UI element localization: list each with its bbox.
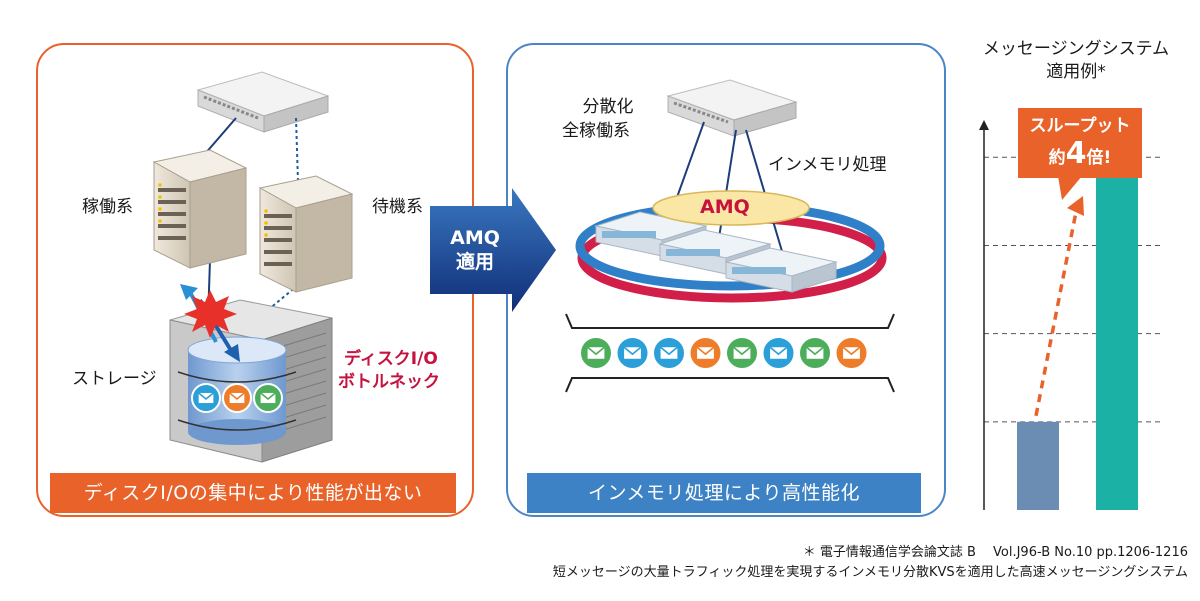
callout-line1: スループット: [1029, 116, 1131, 136]
callout-prefix: 約: [1048, 148, 1066, 168]
queue-bracket-top: [565, 313, 895, 329]
bottleneck-label-line1: ディスクI/O: [344, 349, 438, 369]
chart-title-line1: メッセージングシステム: [982, 39, 1170, 59]
throughput-callout: スループット 約4倍!: [1018, 108, 1142, 178]
footnote-line2: 短メッセージの大量トラフィック処理を実現するインメモリ分散KVSを適用した高速メ…: [552, 565, 1188, 580]
message-envelope-icon: [652, 336, 686, 370]
standby-server: [258, 175, 354, 293]
message-envelope-icon: [761, 336, 796, 370]
storage-messages: [191, 383, 283, 413]
chart-bar-1: [1017, 421, 1059, 510]
distributed-label-line1: 分散化: [582, 97, 634, 117]
amq-arrow: [430, 188, 556, 312]
message-envelope-icon: [253, 383, 283, 413]
standby-label: 待機系: [372, 197, 423, 217]
storage-label: ストレージ: [72, 369, 157, 389]
growth-arrow: [1034, 211, 1078, 417]
message-envelope-icon: [222, 383, 252, 413]
active-label: 稼働系: [82, 197, 133, 217]
bottleneck-label-line2: ボトルネック: [338, 372, 440, 392]
inmemory-label: インメモリ処理: [768, 155, 887, 175]
queue-bracket-bottom: [565, 377, 895, 393]
footnote-line1: ＊ 電子情報通信学会論文誌 B Vol.J96-B No.10 pp.1206-…: [802, 545, 1188, 560]
active-server: [152, 149, 248, 269]
chart-title-line2: 適用例*: [1046, 62, 1106, 82]
network-switch-right: [666, 79, 798, 137]
message-envelope-icon: [834, 336, 869, 370]
chart-y-axis-arrow: [979, 120, 989, 130]
left-caption: ディスクI/Oの集中により性能が出ない: [50, 473, 456, 513]
message-envelope-icon: [725, 336, 759, 370]
message-envelope-icon: [579, 336, 613, 370]
message-queue: [579, 336, 869, 370]
amq-apply-line2: 適用: [455, 251, 494, 273]
chart-title: メッセージングシステム 適用例*: [960, 38, 1192, 84]
chart-bar-2: [1096, 157, 1138, 511]
amq-apply-label: AMQ 適用: [440, 226, 510, 274]
network-switch-left: [196, 71, 330, 133]
right-caption: インメモリ処理により高性能化: [527, 473, 921, 513]
amq-apply-line1: AMQ: [450, 227, 500, 249]
callout-suffix: 倍!: [1086, 148, 1112, 168]
growth-arrowhead: [1067, 196, 1084, 216]
throughput-chart: [979, 120, 1162, 511]
distributed-label-line2: 全稼働系: [562, 121, 630, 141]
amq-badge: [652, 190, 810, 226]
distributed-servers: [594, 211, 838, 293]
amq-badge-label: AMQ: [700, 196, 750, 218]
bottleneck-burst-icon: [184, 290, 237, 338]
callout-number: 4: [1065, 136, 1087, 171]
message-envelope-icon: [688, 336, 723, 370]
callout-pointer: [1058, 176, 1082, 200]
message-envelope-icon: [798, 336, 832, 370]
callout-line2: 約4倍!: [1018, 139, 1142, 173]
message-envelope-icon: [615, 336, 650, 370]
message-envelope-icon: [191, 383, 221, 413]
